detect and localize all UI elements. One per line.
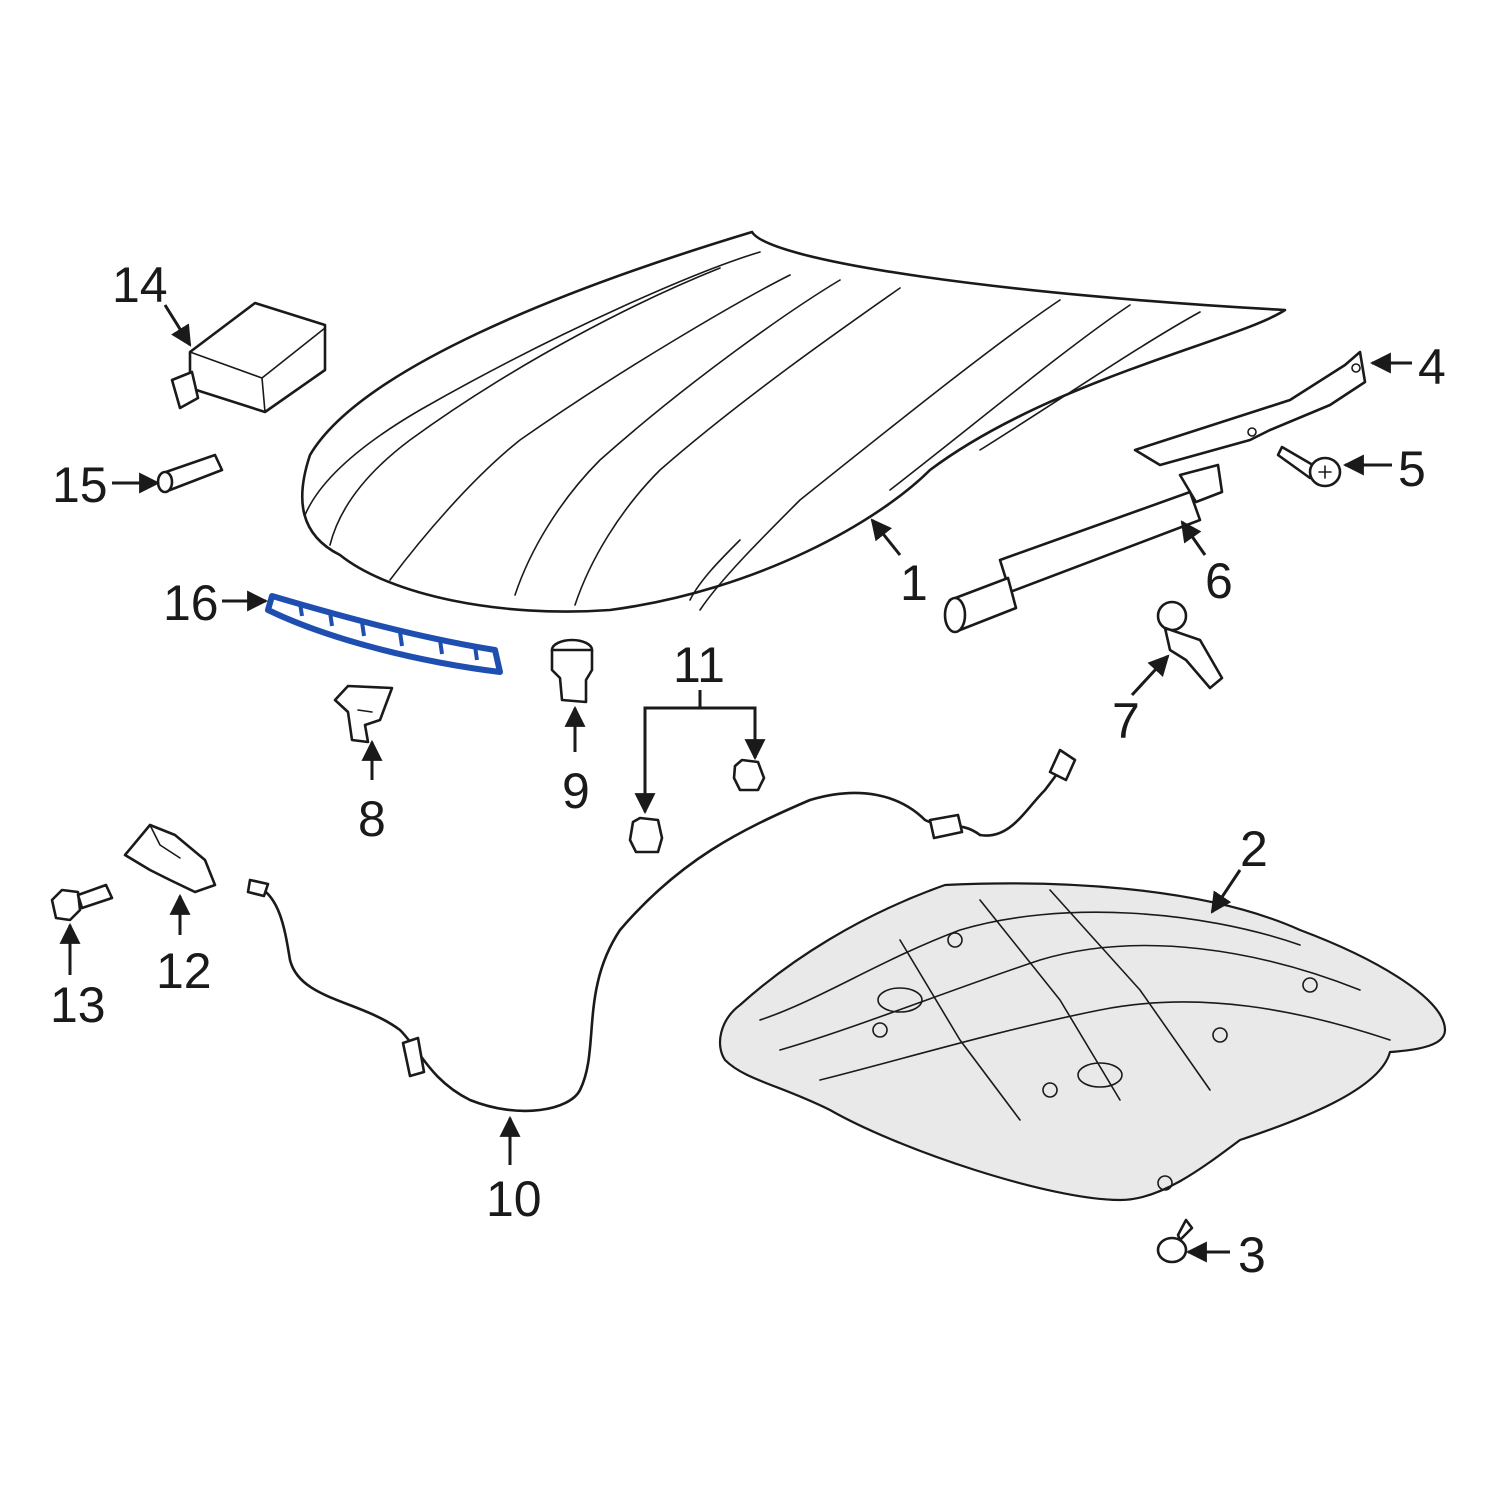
hood-insulator	[718, 882, 1447, 1202]
hood-panel	[300, 230, 1287, 613]
front-seal-highlighted	[265, 593, 503, 675]
striker-bracket	[333, 684, 394, 744]
callout-8: 8	[358, 791, 386, 847]
callout-5: 5	[1398, 441, 1426, 497]
connector-pin	[156, 453, 224, 494]
callout-1: 1	[900, 555, 928, 611]
callout-14: 14	[112, 257, 168, 313]
callout-12: 12	[156, 943, 212, 999]
callout-7: 7	[1112, 693, 1140, 749]
hood-bracket	[1133, 350, 1367, 467]
callout-15: 15	[52, 457, 108, 513]
retainer-clip-left	[628, 816, 664, 854]
callout-16: 16	[163, 575, 219, 631]
callout-9: 9	[562, 763, 590, 819]
release-cable	[246, 748, 1077, 1113]
hood-latch	[123, 823, 217, 894]
push-pin-fastener	[1156, 1218, 1194, 1264]
callout-4: 4	[1418, 339, 1446, 395]
callout-11: 11	[673, 637, 725, 693]
callout-6: 6	[1205, 553, 1233, 609]
callout-13: 13	[50, 977, 106, 1033]
ball-stud	[1156, 600, 1224, 690]
callout-3: 3	[1238, 1227, 1266, 1283]
screw	[1276, 445, 1342, 488]
callout-2: 2	[1240, 821, 1268, 877]
hood-bumper	[550, 638, 594, 704]
leader-lines	[59, 304, 1412, 1263]
control-module	[170, 301, 327, 414]
callout-labels: 1 2 3 4 5 6 7 8 9 10 11 12 13 14 15 16	[50, 257, 1446, 1283]
callout-10: 10	[486, 1171, 542, 1227]
retainer-clip-right	[732, 758, 766, 792]
lift-support-strut	[943, 463, 1224, 634]
bolt	[50, 883, 114, 922]
